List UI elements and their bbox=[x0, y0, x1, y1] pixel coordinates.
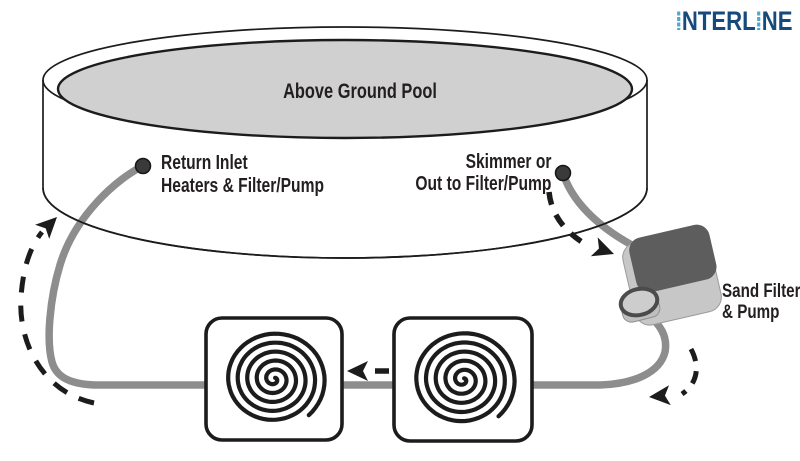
pool-title: Above Ground Pool bbox=[283, 80, 437, 103]
heater-coil-right-icon bbox=[414, 331, 517, 424]
return-inlet-label: Return Inlet Heaters & Filter/Pump bbox=[161, 152, 324, 198]
flow-arrowhead-between-panels-icon bbox=[347, 361, 368, 381]
filter-tank-lid bbox=[629, 224, 717, 293]
heater-coil-left-icon bbox=[226, 331, 327, 422]
return-inlet-port bbox=[134, 157, 152, 175]
flow-arrow-pump-to-panels bbox=[680, 347, 699, 397]
flow-arrowhead-up-icon bbox=[35, 217, 57, 239]
sand-filter-label-line1: Sand Filter bbox=[722, 281, 800, 302]
skimmer-label: Skimmer or Out to Filter/Pump bbox=[415, 151, 551, 195]
brand-logo-letter-i-2: I bbox=[756, 6, 763, 36]
brand-logo-text-2: NE bbox=[762, 6, 793, 36]
flow-arrowhead-to-filter-icon bbox=[590, 237, 614, 257]
brand-logo-letter-i-1: I bbox=[676, 6, 683, 36]
plumbing-pipes bbox=[42, 157, 670, 389]
pump-cylinder bbox=[618, 286, 661, 323]
brand-logo: INTERLINE bbox=[676, 6, 793, 37]
sand-filter-label-line2: & Pump bbox=[722, 302, 780, 323]
flow-arrows bbox=[18, 191, 699, 406]
main-loop-pipe bbox=[45, 162, 670, 389]
water-surface bbox=[56, 38, 634, 140]
skimmer-label-line2: Out to Filter/Pump bbox=[414, 173, 551, 195]
sand-filter-label: Sand Filter & Pump bbox=[722, 281, 800, 323]
flow-arrow-skimmer-to-filter bbox=[546, 191, 584, 245]
solar-heater-panels bbox=[204, 316, 534, 443]
flow-arrowhead-pump-out-icon bbox=[649, 385, 671, 406]
return-inlet-label-line1: Return Inlet bbox=[161, 152, 248, 174]
skimmer-label-line1: Skimmer or bbox=[465, 151, 551, 173]
sand-filter-unit bbox=[618, 224, 722, 326]
pump-cylinder-top bbox=[618, 286, 660, 318]
return-inlet-label-line2: Heaters & Filter/Pump bbox=[161, 175, 324, 197]
above-ground-pool bbox=[42, 26, 648, 259]
pool-wall-bottom-edge-overlay bbox=[42, 187, 648, 259]
skimmer-port bbox=[554, 164, 572, 182]
skimmer-pipe bbox=[559, 169, 634, 248]
brand-logo-text-1: NTERL bbox=[682, 6, 757, 36]
flow-arrow-up-to-return bbox=[18, 230, 95, 406]
